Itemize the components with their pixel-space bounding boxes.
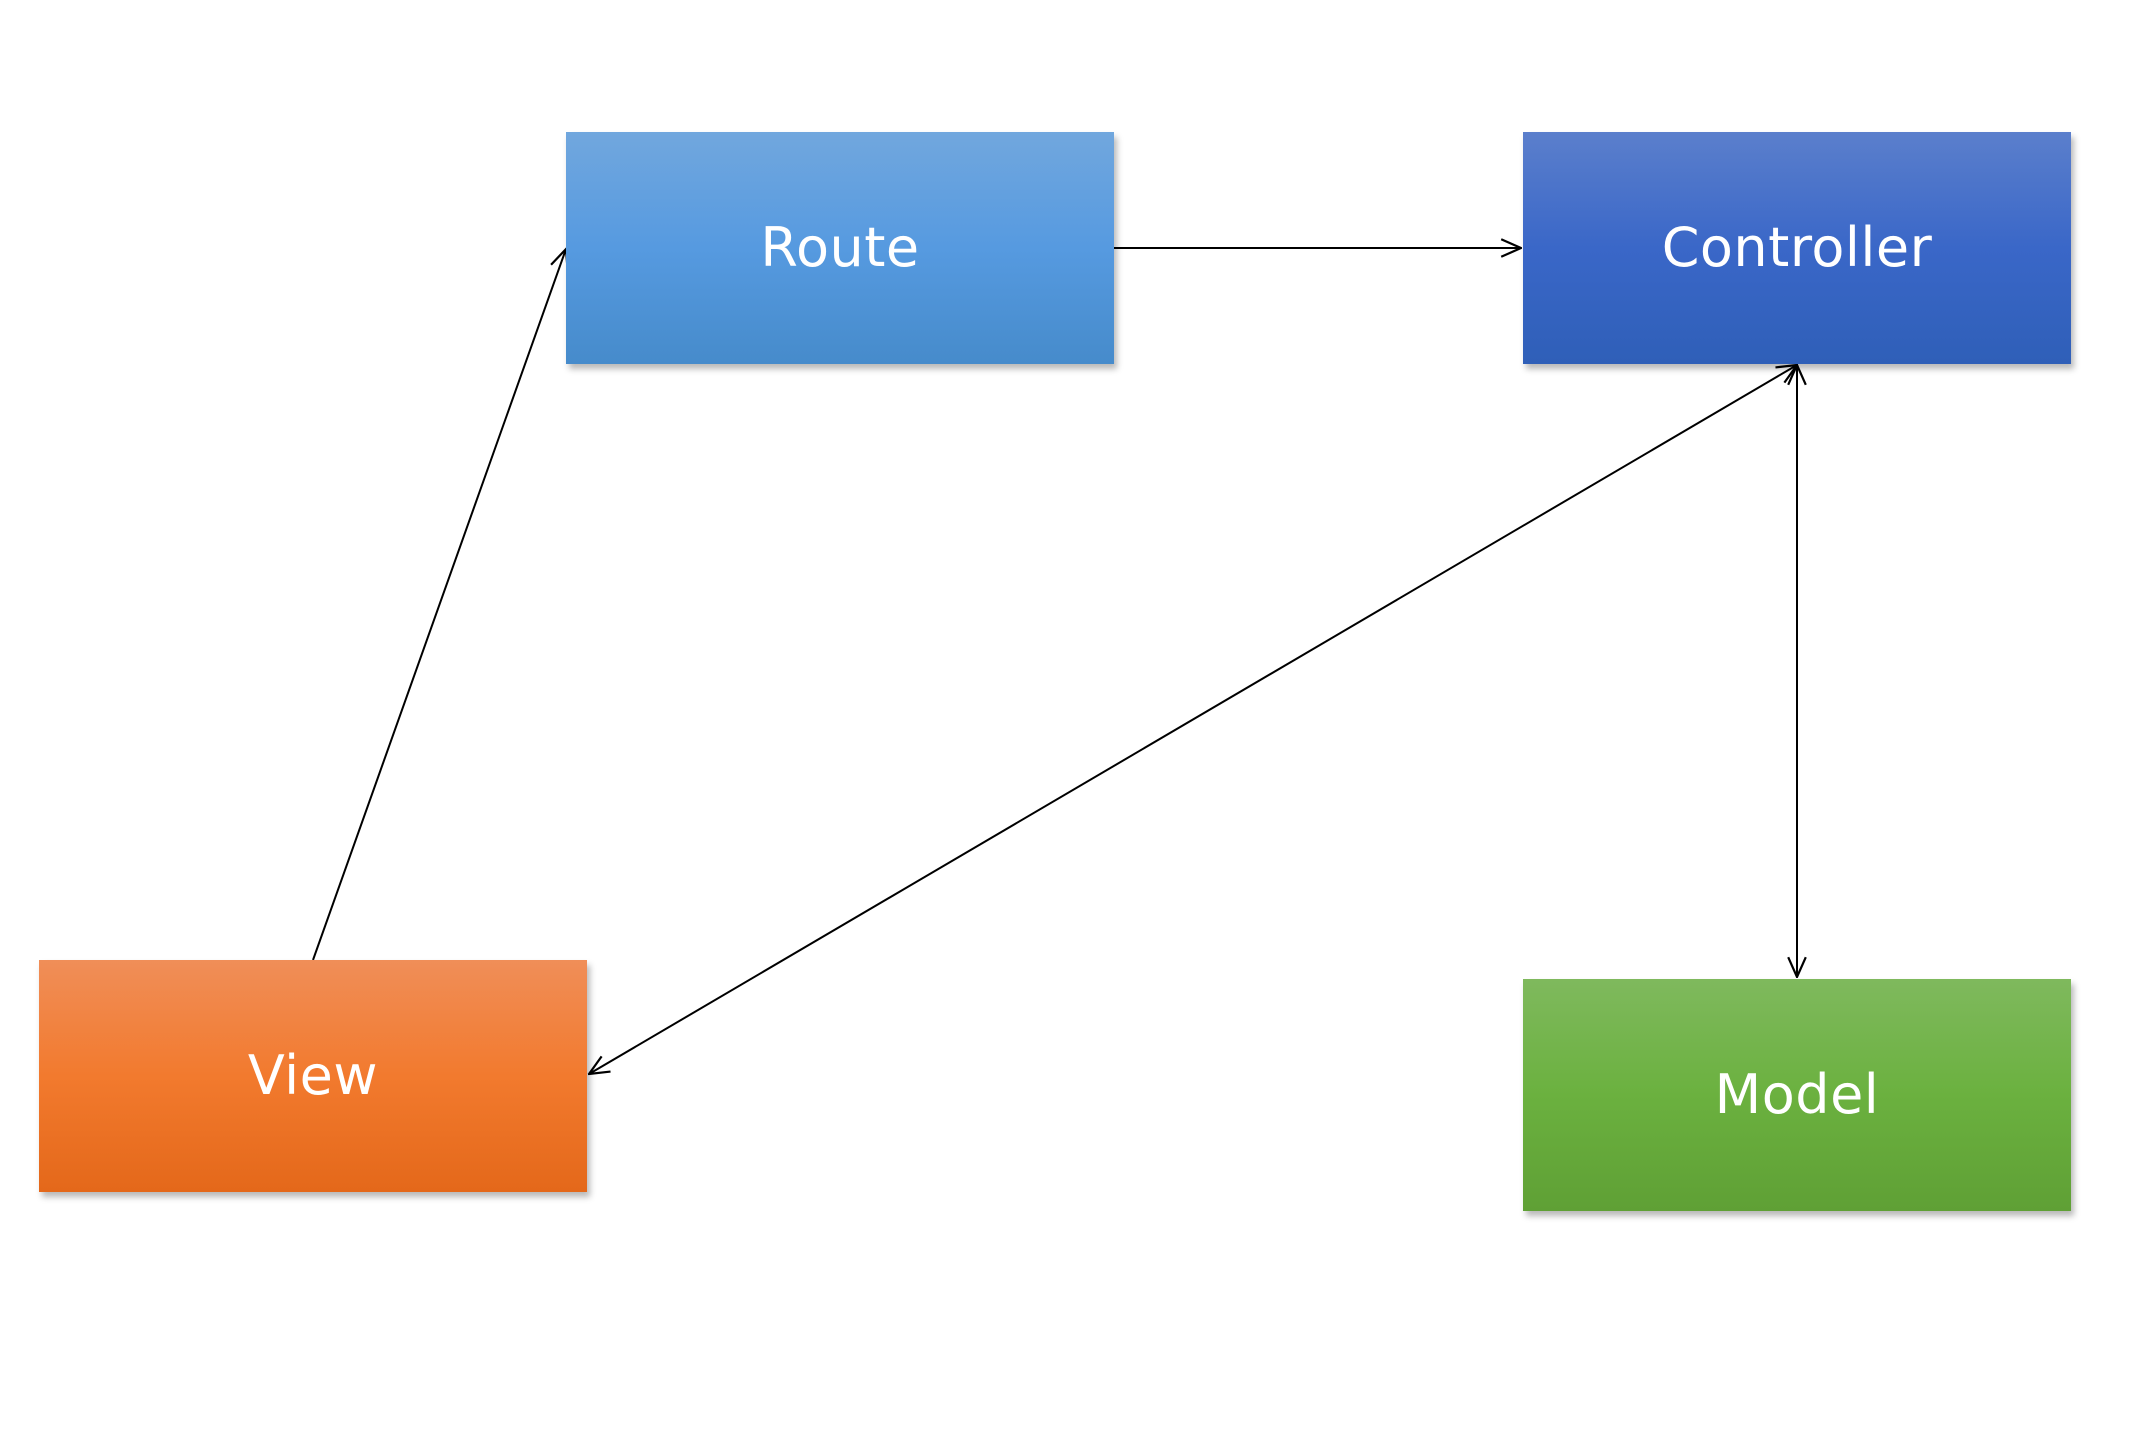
controller-node[interactable]: Controller xyxy=(1523,132,2071,364)
controller-label: Controller xyxy=(1661,216,1933,279)
model-label: Model xyxy=(1714,1063,1880,1126)
route-node[interactable]: Route xyxy=(566,132,1114,364)
view-node[interactable]: View xyxy=(39,960,587,1192)
edge-controller-view xyxy=(589,365,1797,1074)
model-node[interactable]: Model xyxy=(1523,979,2071,1211)
view-label: View xyxy=(247,1044,379,1107)
edge-view-to-route xyxy=(312,249,566,961)
route-label: Route xyxy=(760,216,920,279)
